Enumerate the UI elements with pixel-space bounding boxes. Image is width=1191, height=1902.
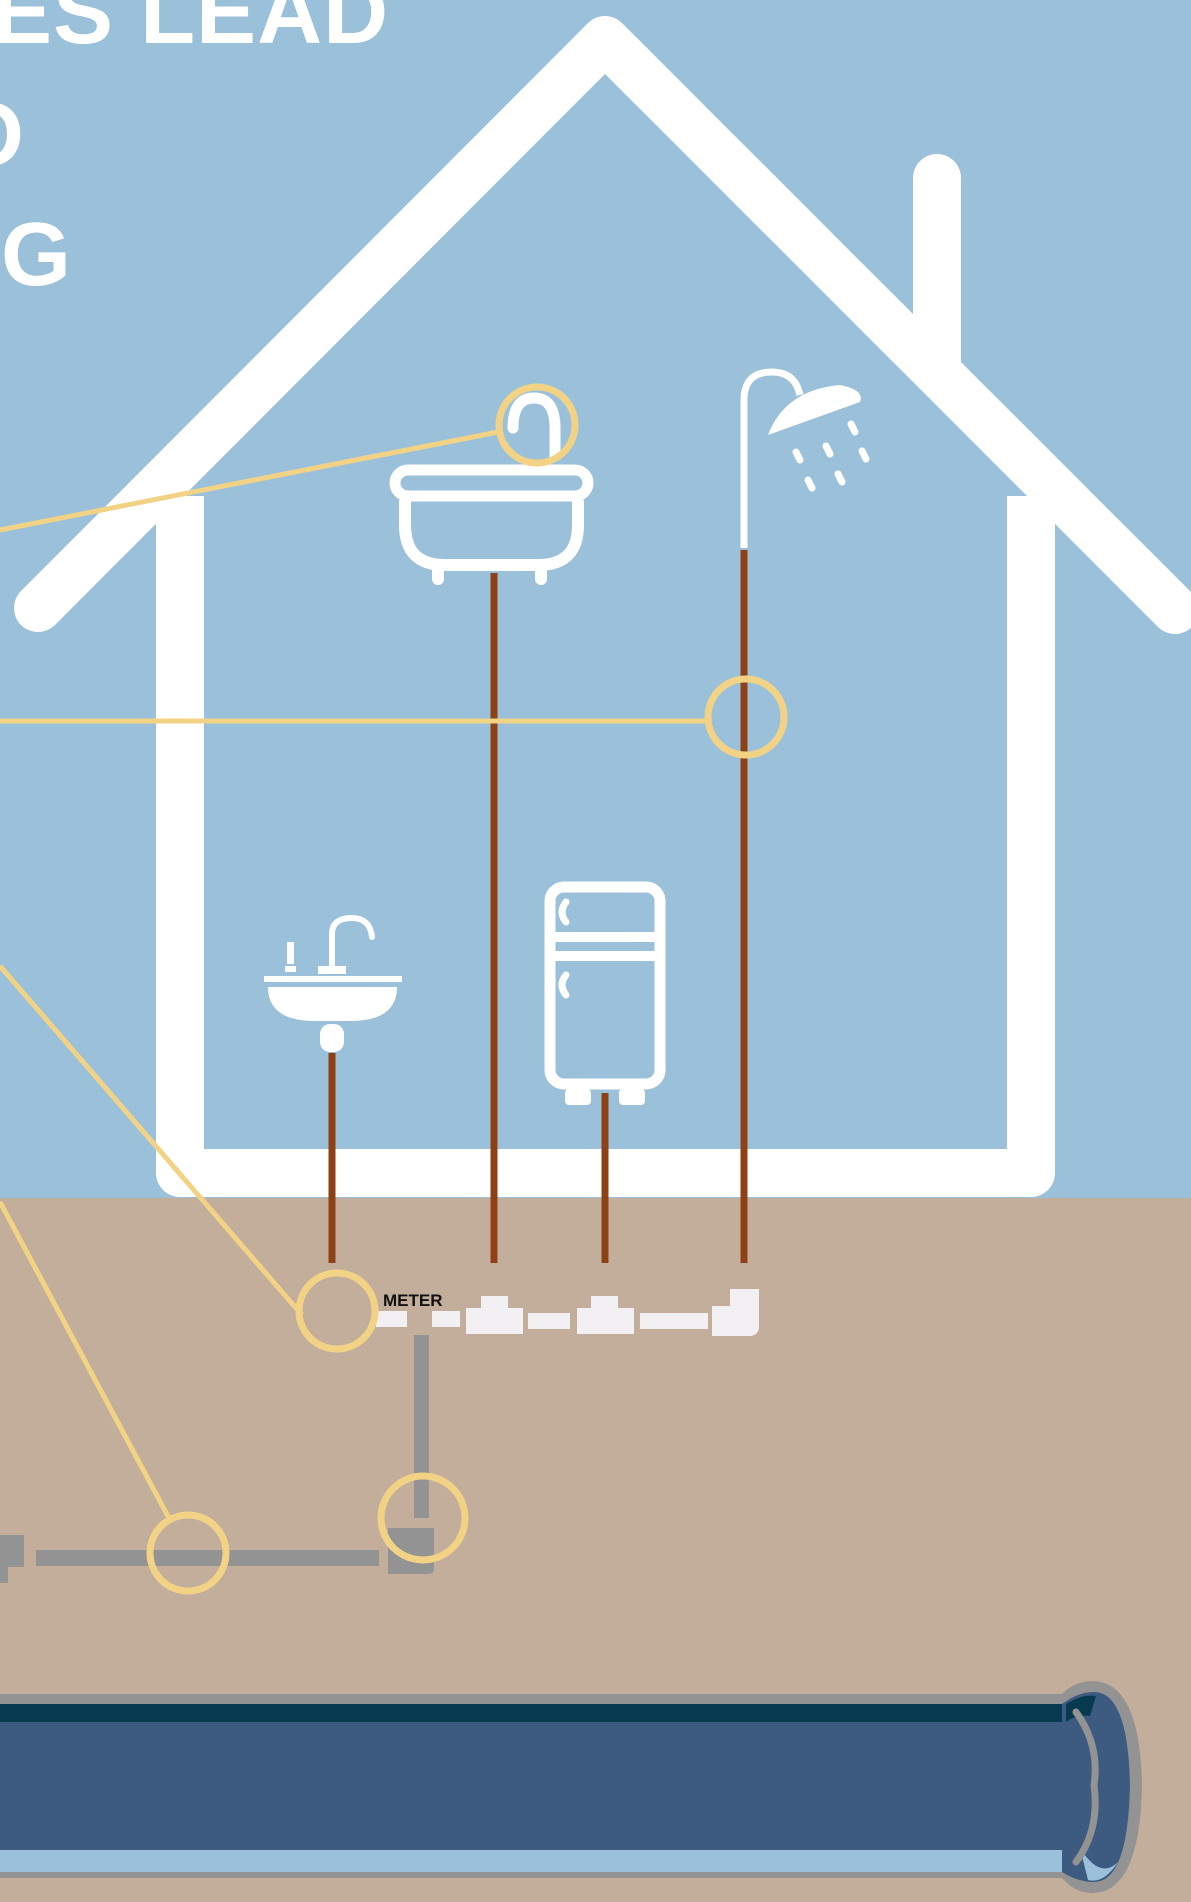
headline-line-1: ES LEAD <box>0 0 390 63</box>
shower-icon <box>740 368 870 548</box>
sink-icon <box>264 914 402 1052</box>
bathtub-faucet-callout <box>495 383 579 467</box>
refrigerator-icon <box>544 881 666 1105</box>
meter-callout <box>295 1269 379 1353</box>
meter-label: METER <box>383 1291 443 1310</box>
headline-line-3: IG <box>0 205 73 305</box>
service-elbow-callout <box>377 1472 469 1564</box>
water-main <box>0 1681 1142 1893</box>
service-line-callout <box>146 1511 230 1595</box>
callout-circles <box>146 383 788 1595</box>
meter-fittings <box>376 1289 759 1336</box>
headline-line-2: O <box>0 90 25 180</box>
service-line <box>0 1335 434 1583</box>
supply-pipes <box>328 550 748 1263</box>
callout-lines <box>0 429 706 1522</box>
shower-pipe-callout <box>704 675 788 759</box>
bathtub-icon <box>389 392 594 585</box>
